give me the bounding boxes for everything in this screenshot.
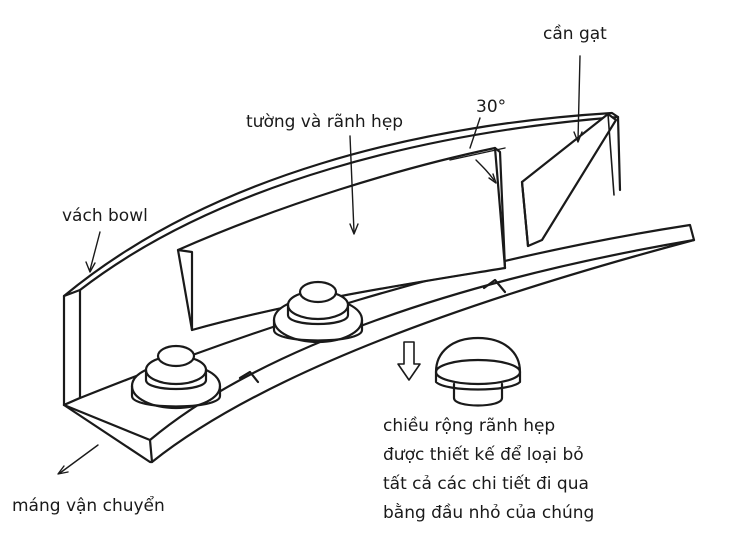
label-conveyor: máng vận chuyển [12, 496, 165, 516]
drop-arrow [397, 341, 421, 381]
label-wiper: cần gạt [543, 24, 607, 44]
part-left [130, 344, 222, 410]
label-slot-wall: tường và rãnh hẹp [246, 112, 404, 132]
part-rejected [434, 336, 522, 407]
conveyor-track [62, 223, 696, 464]
angle-marker [449, 117, 506, 184]
label-bowl-wall: vách bowl [62, 206, 148, 226]
part-middle [272, 280, 364, 344]
note-line: bằng đầu nhỏ của chúng [383, 503, 595, 523]
note-line: chiều rộng rãnh hẹp [383, 416, 556, 436]
label-angle: 30° [476, 97, 507, 117]
wiper-blade [520, 112, 618, 248]
note-line: được thiết kế để loại bỏ [383, 445, 584, 465]
leader-lines [57, 55, 583, 475]
note-line: tất cả các chi tiết đi qua [383, 474, 589, 494]
note-text: chiều rộng rãnh hẹp được thiết kế để loạ… [383, 412, 594, 528]
